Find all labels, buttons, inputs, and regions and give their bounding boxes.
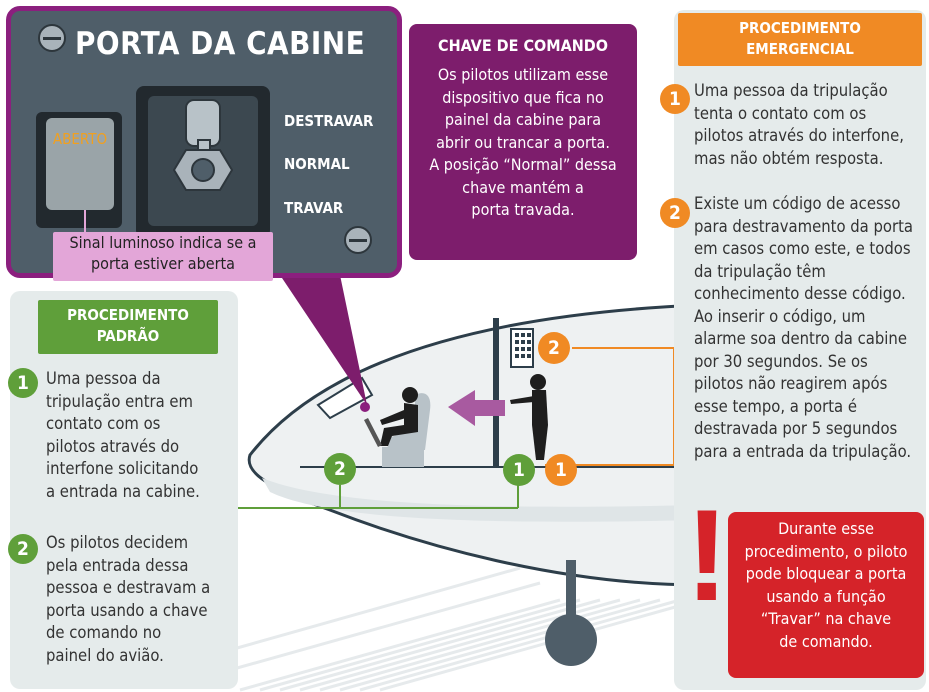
step-number-badge: 2	[8, 534, 38, 564]
command-key-callout	[409, 24, 637, 260]
indicator-label: ABERTO	[52, 130, 108, 148]
signal-note: Sinal luminoso indica se a porta estiver…	[53, 232, 273, 281]
command-key-title: CHAVE DE COMANDO	[438, 36, 608, 55]
switch-plate	[148, 96, 258, 226]
door-panel-title: PORTA DA CABINE	[75, 26, 366, 62]
screw-icon	[38, 24, 66, 52]
diagram-marker-green-1: 1	[503, 454, 535, 486]
switch-position-unlock: DESTRAVAR	[284, 112, 374, 130]
keypad-keys	[515, 333, 531, 358]
green-connectors	[238, 485, 519, 509]
crew-head	[530, 374, 546, 390]
switch-position-normal: NORMAL	[284, 155, 350, 173]
standard-procedure-panel	[10, 291, 238, 689]
callout-pointer	[280, 275, 367, 405]
diagram-marker-orange-1: 1	[545, 454, 577, 486]
warning-exclamation-icon: !	[685, 482, 729, 628]
floor-band	[262, 478, 700, 522]
runway-hatching	[229, 566, 701, 692]
step-number-badge: 2	[660, 198, 690, 228]
bulkhead-wall	[493, 318, 499, 466]
screw-icon	[344, 226, 372, 254]
diagram-marker-green-2: 2	[324, 453, 356, 485]
pilot-arm	[380, 410, 406, 425]
control-yoke	[364, 418, 382, 447]
step-number-badge: 1	[8, 368, 38, 398]
diagram-marker-orange-2: 2	[538, 332, 570, 364]
signal-pointer-line	[84, 210, 86, 236]
open-indicator-light	[46, 118, 114, 210]
pilot-head	[402, 387, 418, 403]
step-number-badge: 1	[660, 84, 690, 114]
command-key-location-dot	[360, 402, 370, 412]
pilot-body	[380, 403, 418, 446]
entry-arrow	[448, 390, 505, 426]
landing-gear-wheel	[545, 614, 597, 666]
switch-position-lock: TRAVAR	[284, 199, 344, 217]
crew-arm	[510, 396, 534, 404]
warning-box	[728, 512, 924, 678]
seat-base	[382, 447, 424, 467]
landing-gear-strut	[566, 560, 576, 620]
crew-body	[532, 390, 548, 460]
